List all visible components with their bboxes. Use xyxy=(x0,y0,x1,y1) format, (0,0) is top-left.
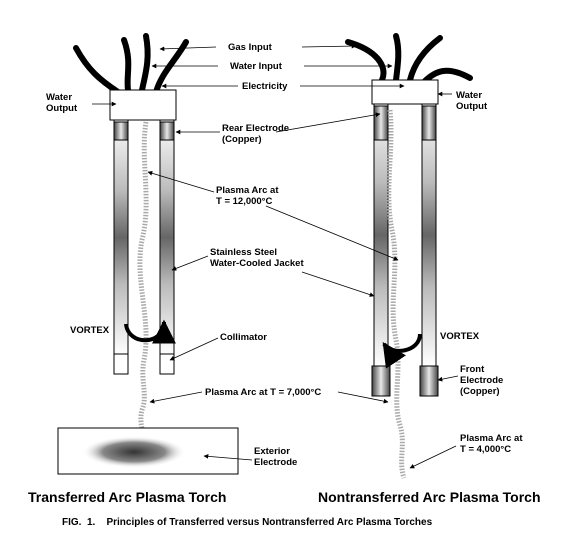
left-torch xyxy=(57,33,239,475)
label-vortex-right: VORTEX xyxy=(440,331,480,342)
right-front-electrode-right xyxy=(419,365,439,397)
subtitle-transferred: Transferred Arc Plasma Torch xyxy=(28,489,226,505)
right-jacket-wall-left xyxy=(373,103,389,367)
label-plasma-arc-4000: Plasma Arc at T = 4,000°C xyxy=(460,433,525,455)
leader-lines xyxy=(92,43,459,469)
figure-caption: FIG. 1. Principles of Transferred versus… xyxy=(62,517,433,528)
left-jacket-wall-right xyxy=(159,119,175,356)
right-plasma-arc xyxy=(386,109,407,479)
right-cable-gas xyxy=(345,39,387,83)
exterior-electrode-glow xyxy=(82,436,186,468)
right-rear-electrode-left xyxy=(373,105,389,141)
subtitle-nontransferred: Nontransferred Arc Plasma Torch xyxy=(318,489,541,505)
left-collimator-right xyxy=(159,353,175,375)
left-rear-electrode-right xyxy=(159,121,175,141)
labels: Gas Input Water Input Electricity Water … xyxy=(28,42,541,528)
right-cable-water-input xyxy=(393,33,402,83)
left-vortex-arrow xyxy=(124,319,176,344)
right-vortex-arrow xyxy=(382,333,422,369)
label-rear-electrode: Rear Electrode (Copper) xyxy=(222,123,292,145)
right-jacket-wall-right xyxy=(421,103,437,367)
left-cable-water-input xyxy=(139,33,151,93)
label-collimator: Collimator xyxy=(220,332,267,343)
right-torch xyxy=(345,33,473,479)
left-cable-water-output xyxy=(73,45,121,95)
label-vortex-left: VORTEX xyxy=(70,325,110,336)
left-rear-electrode-left xyxy=(113,121,129,141)
label-water-input: Water Input xyxy=(230,61,283,72)
left-collimator-left xyxy=(113,353,129,375)
right-torch-head xyxy=(371,79,439,105)
right-rear-electrode-right xyxy=(421,105,437,141)
label-gas-input: Gas Input xyxy=(228,42,273,53)
label-front-electrode: Front Electrode (Copper) xyxy=(460,364,506,397)
left-cable-gas xyxy=(121,37,132,93)
label-exterior-electrode: Exterior Electrode xyxy=(254,446,297,468)
label-water-output-right: Water Output xyxy=(456,90,488,112)
label-plasma-arc-12000: Plasma Arc at T = 12,000°C xyxy=(216,185,281,207)
right-cable-electricity xyxy=(407,35,443,83)
left-cable-electricity xyxy=(153,39,189,95)
label-electricity: Electricity xyxy=(242,81,288,92)
label-jacket: Stainless Steel Water-Cooled Jacket xyxy=(210,247,304,269)
label-water-output-left: Water Output xyxy=(46,92,78,114)
right-front-electrode-left xyxy=(371,365,391,397)
label-plasma-arc-7000: Plasma Arc at T = 7,000°C xyxy=(205,387,321,398)
left-torch-head xyxy=(109,89,177,121)
right-cable-water-output xyxy=(421,67,473,85)
left-plasma-arc xyxy=(137,121,149,451)
left-jacket-wall-left xyxy=(113,119,129,356)
